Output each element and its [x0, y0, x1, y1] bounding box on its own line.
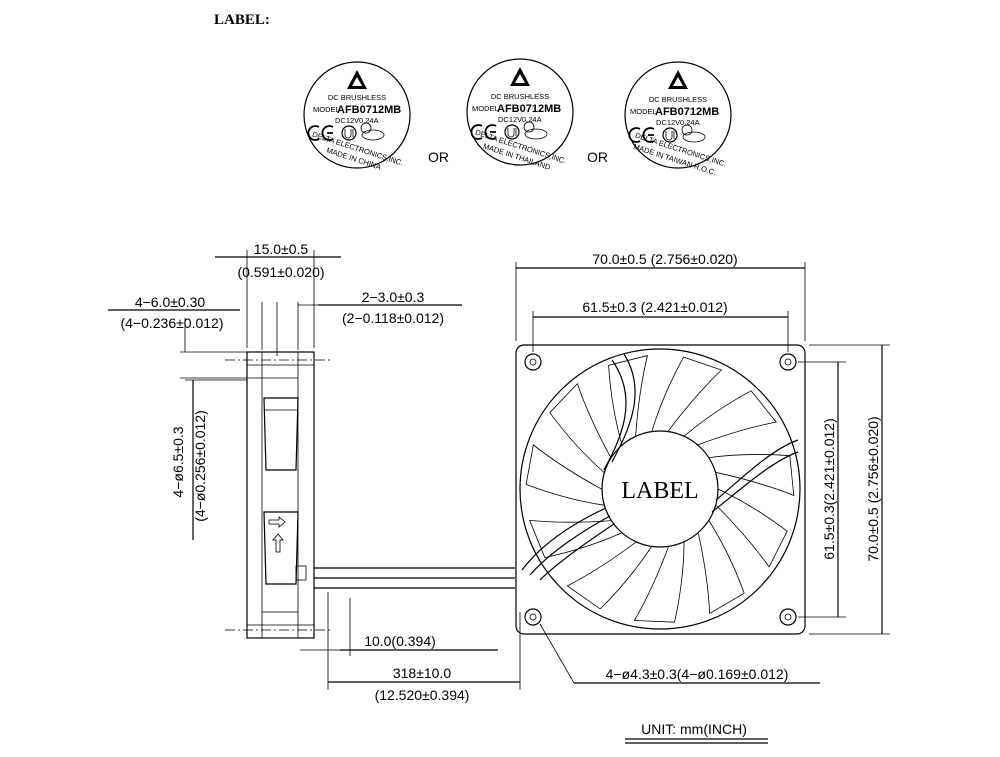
dim-hole-pitch-label: 61.5±0.3 (2.421±0.012) — [582, 299, 727, 315]
dim-bore-mm: 4−ø6.5±0.3 — [170, 426, 186, 497]
label-disc-3: DC BRUSHLESS MODEL AFB0712MB DC12V 0.24A… — [624, 61, 732, 177]
label-rating-v: DC12V — [335, 116, 359, 125]
tuv-mark-icon — [681, 124, 706, 143]
dim-strip: 10.0(0.394) — [300, 598, 498, 656]
fan-hub — [601, 430, 719, 548]
mounting-hole — [779, 608, 797, 626]
ce-mark-icon — [307, 125, 334, 141]
dim-mount-hole: 4−ø4.3±0.3(4−ø0.169±0.012) — [539, 623, 820, 684]
dim-depth-in: (0.591±0.020) — [237, 264, 324, 280]
label-rating-v: DC12V — [498, 115, 522, 124]
dim-lead: 318±10.0 (12.520±0.394) — [327, 592, 521, 703]
dim-flange-in: (4−0.236±0.012) — [120, 315, 223, 331]
label-heading: LABEL: — [214, 12, 270, 28]
hub-label: LABEL — [621, 478, 698, 504]
mounting-hole — [779, 353, 797, 371]
impeller-blades — [525, 355, 795, 623]
or-text-1: OR — [428, 149, 449, 165]
dim-depth: 15.0±0.5 (0.591±0.020) — [215, 241, 341, 348]
label-rating-a: 0.24A — [522, 115, 542, 124]
label-rating-a: 0.24A — [680, 118, 700, 127]
label-model: AFB0712MB — [497, 103, 561, 115]
label-model: AFB0712MB — [655, 106, 719, 118]
label-model-prefix: MODEL — [630, 107, 657, 116]
rotation-arrow-icon — [268, 516, 286, 528]
dim-height-label: 70.0±0.5 (2.756±0.020) — [865, 416, 881, 561]
impeller-blade — [697, 520, 745, 615]
impeller-blade — [683, 390, 777, 446]
dim-bore: 4−ø6.5±0.3 (4−ø0.256±0.012) — [170, 379, 247, 540]
ce-mark-icon — [470, 124, 497, 140]
dim-mount-hole-label: 4−ø4.3±0.3(4−ø0.169±0.012) — [606, 666, 789, 682]
dim-flange-mm: 4−6.0±0.30 — [135, 294, 206, 310]
ul-mark-icon — [662, 127, 678, 143]
airflow-arrow-icon — [272, 533, 284, 553]
or-text-2: OR — [587, 149, 608, 165]
label-rating-v: DC12V — [656, 118, 680, 127]
label-disc-1: DC BRUSHLESS MODEL AFB0712MB DC12V 0.24A… — [303, 61, 411, 172]
dim-bore-in: (4−ø0.256±0.012) — [192, 410, 208, 522]
tuv-mark-icon — [360, 122, 385, 141]
dim-width-label: 70.0±0.5 (2.756±0.020) — [592, 251, 737, 267]
dim-gap-mm: 2−3.0±0.3 — [362, 289, 425, 305]
dim-gap: 2−3.0±0.3 (2−0.118±0.012) — [298, 289, 462, 326]
dim-flange: 4−6.0±0.30 (4−0.236±0.012) — [108, 294, 262, 379]
dim-depth-mm: 15.0±0.5 — [254, 241, 309, 257]
label-line1: DC BRUSHLESS — [649, 95, 707, 104]
dim-height: 70.0±0.5 (2.756±0.020) — [809, 344, 890, 635]
impeller-blade — [708, 454, 795, 497]
dim-height-pitch: 61.5±0.3(2.421±0.012) — [798, 361, 846, 618]
dim-hole-pitch: 61.5±0.3 (2.421±0.012) — [532, 299, 789, 352]
impeller-blade — [715, 488, 788, 568]
tuv-mark-icon — [523, 121, 548, 140]
mounting-hole — [524, 353, 542, 371]
unit-note: UNIT: mm(INCH) — [641, 721, 747, 737]
impeller-blade — [529, 519, 623, 558]
impeller-blade — [608, 355, 648, 446]
ul-mark-icon — [341, 125, 357, 141]
label-rating-a: 0.24A — [359, 116, 379, 125]
label-model-prefix: MODEL — [313, 105, 340, 114]
impeller-blade — [633, 541, 685, 623]
ce-mark-icon — [628, 127, 655, 143]
impeller-blade — [549, 382, 612, 473]
label-line1: DC BRUSHLESS — [328, 93, 386, 102]
front-view: LABEL — [515, 344, 806, 635]
side-view — [225, 302, 515, 639]
impeller-blade — [566, 541, 653, 610]
label-model: AFB0712MB — [337, 104, 401, 116]
dim-lead-in: (12.520±0.394) — [375, 687, 470, 703]
label-model-prefix: MODEL — [472, 104, 499, 113]
dim-strip-mm: 10.0(0.394) — [364, 633, 436, 649]
dim-height-pitch-label: 61.5±0.3(2.421±0.012) — [821, 418, 837, 559]
dim-lead-mm: 318±10.0 — [393, 665, 452, 681]
dim-gap-in: (2−0.118±0.012) — [342, 310, 444, 326]
impeller-blade — [651, 356, 723, 432]
mounting-hole — [524, 608, 542, 626]
label-disc-2: DC BRUSHLESS MODEL AFB0712MB DC12V 0.24A… — [466, 58, 574, 172]
impeller-blade — [525, 444, 605, 506]
dim-width: 70.0±0.5 (2.756±0.020) — [515, 251, 806, 341]
ul-mark-icon — [504, 124, 520, 140]
label-line1: DC BRUSHLESS — [491, 92, 549, 101]
